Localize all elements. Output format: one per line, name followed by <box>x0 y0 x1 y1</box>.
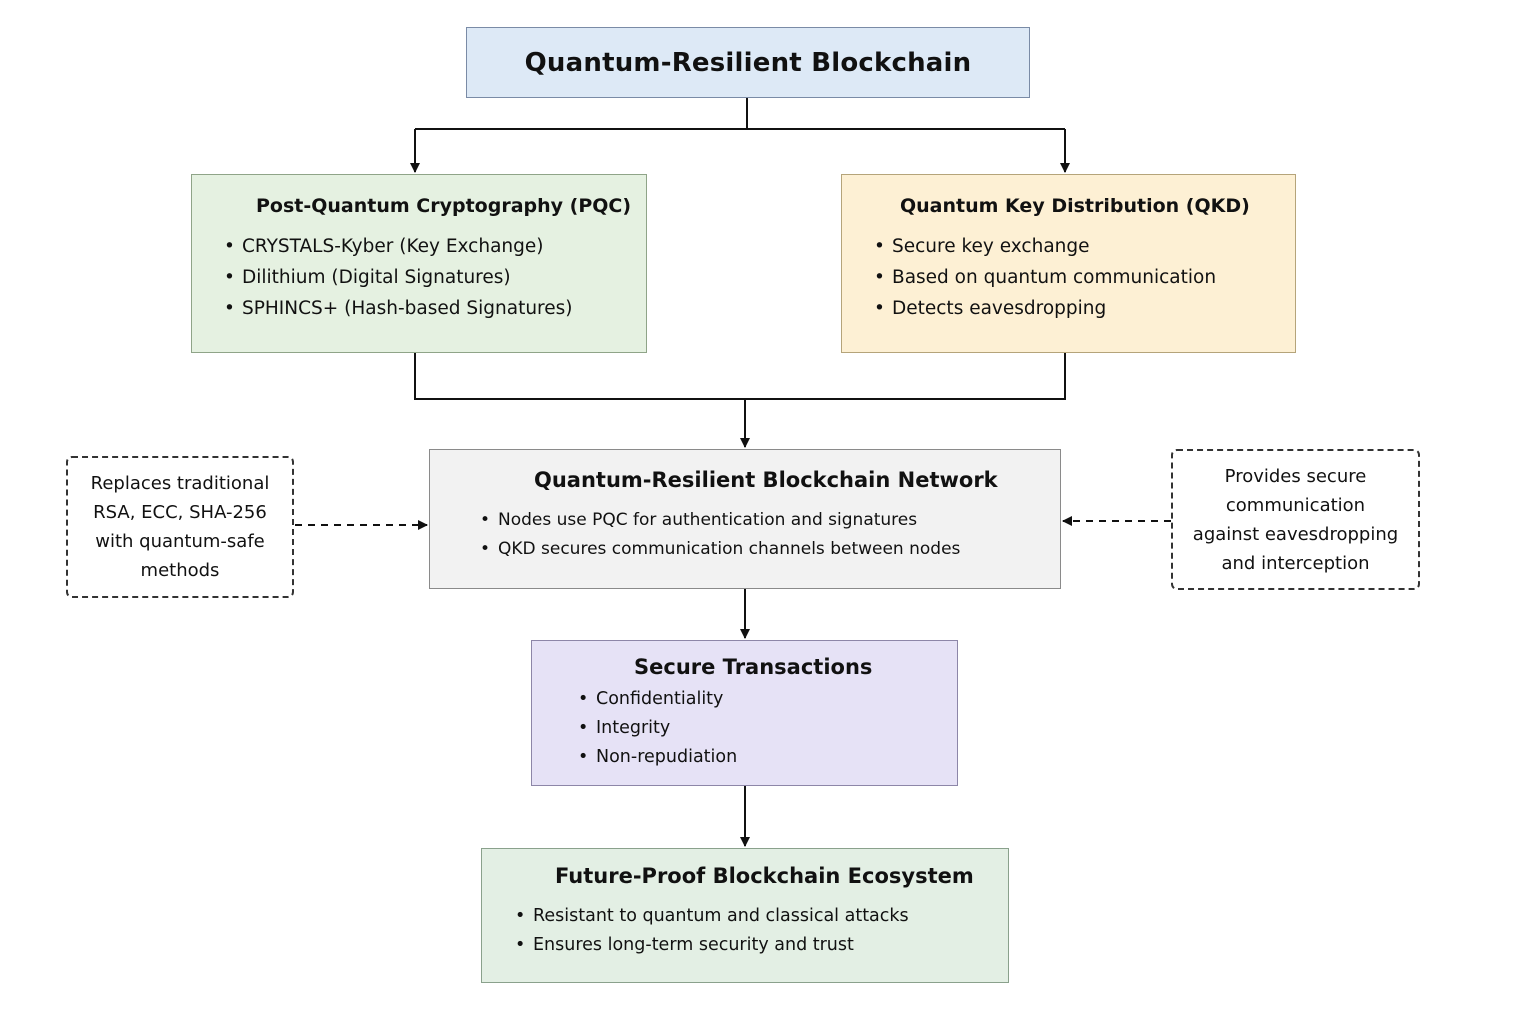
network-item: QKD secures communication channels betwe… <box>480 535 1060 564</box>
future-ecosystem-list: Resistant to quantum and classical attac… <box>515 902 1008 960</box>
future-ecosystem-box: Future-Proof Blockchain Ecosystem Resist… <box>481 848 1009 983</box>
secure-transactions-box: Secure Transactions Confidentiality Inte… <box>531 640 958 786</box>
network-item: Nodes use PQC for authentication and sig… <box>480 506 1060 535</box>
qkd-item: Detects eavesdropping <box>874 293 1295 324</box>
future-ecosystem-title: Future-Proof Blockchain Ecosystem <box>555 864 974 888</box>
note-right-line: Provides secure <box>1224 465 1367 487</box>
note-right: Provides secure communication against ea… <box>1171 449 1420 590</box>
secure-transactions-item: Integrity <box>578 714 957 743</box>
qkd-list: Secure key exchange Based on quantum com… <box>874 231 1295 324</box>
future-ecosystem-item: Resistant to quantum and classical attac… <box>515 902 1008 931</box>
pqc-item: SPHINCS+ (Hash-based Signatures) <box>224 293 646 324</box>
pqc-list: CRYSTALS-Kyber (Key Exchange) Dilithium … <box>224 231 646 324</box>
network-list: Nodes use PQC for authentication and sig… <box>480 506 1060 564</box>
future-ecosystem-item: Ensures long-term security and trust <box>515 931 1008 960</box>
pqc-item: Dilithium (Digital Signatures) <box>224 262 646 293</box>
note-left-line: RSA, ECC, SHA-256 <box>93 502 267 523</box>
qkd-item: Based on quantum communication <box>874 262 1295 293</box>
title-box: Quantum-Resilient Blockchain <box>466 27 1030 98</box>
qkd-title: Quantum Key Distribution (QKD) <box>900 195 1250 217</box>
note-left-line: methods <box>140 560 220 581</box>
qkd-box: Quantum Key Distribution (QKD) Secure ke… <box>841 174 1296 353</box>
note-right-line: against eavesdropping <box>1192 523 1399 545</box>
secure-transactions-list: Confidentiality Integrity Non-repudiatio… <box>578 685 957 772</box>
pqc-box: Post-Quantum Cryptography (PQC) CRYSTALS… <box>191 174 647 353</box>
connector-merge <box>414 353 1066 400</box>
secure-transactions-item: Non-repudiation <box>578 743 957 772</box>
network-box: Quantum-Resilient Blockchain Network Nod… <box>429 449 1061 589</box>
secure-transactions-item: Confidentiality <box>578 685 957 714</box>
network-title: Quantum-Resilient Blockchain Network <box>534 468 998 492</box>
note-right-line: communication <box>1225 494 1366 516</box>
connector-title-split <box>415 98 1065 130</box>
note-right-line: and interception <box>1221 552 1370 574</box>
diagram-title: Quantum-Resilient Blockchain <box>524 47 972 78</box>
pqc-title: Post-Quantum Cryptography (PQC) <box>256 195 632 217</box>
qkd-item: Secure key exchange <box>874 231 1295 262</box>
note-left-line: Replaces traditional <box>90 473 270 494</box>
note-left: Replaces traditional RSA, ECC, SHA-256 w… <box>66 456 294 598</box>
pqc-item: CRYSTALS-Kyber (Key Exchange) <box>224 231 646 262</box>
secure-transactions-title: Secure Transactions <box>634 655 873 679</box>
note-left-line: with quantum-safe <box>95 531 265 552</box>
